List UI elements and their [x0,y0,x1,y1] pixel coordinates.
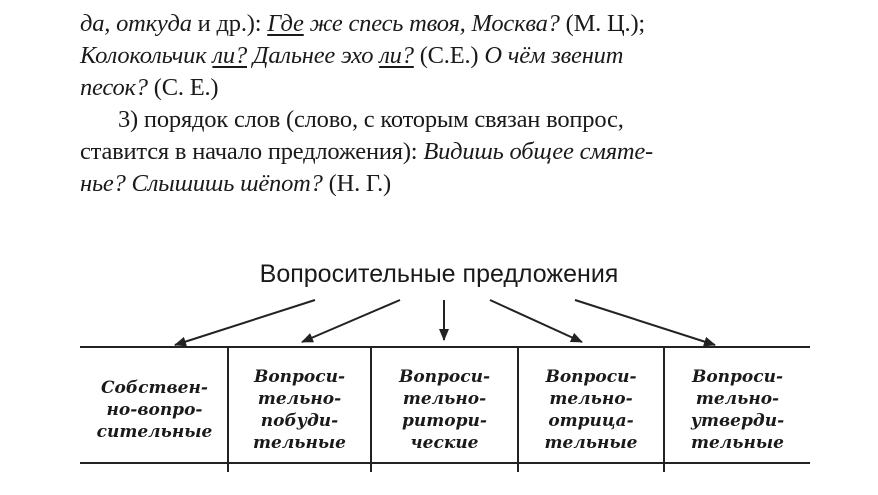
table-divider [370,348,372,472]
cell-proper-interrogative: Собствен- но-вопро- сительные [96,378,213,442]
example-quote: же спесь твоя, Москва? [303,10,560,37]
text-line-1: да, откуда и др.): Где же спесь твоя, Мо… [80,8,820,40]
table-divider [227,348,229,472]
example-quote: Видишь общее смяте- [423,138,654,165]
text-line-6: нье? Слышишь шёпот? (Н. Г.) [80,168,820,200]
text-fragment: да, откуда [80,10,192,37]
diagram-heading: Вопросительные предложения [259,260,619,288]
text-line-4: 3) порядок слов (слово, с которым связан… [118,106,624,133]
author-reference: (С. Е.) [147,74,219,101]
example-quote: Колокольчик [80,42,213,69]
table-divider [517,348,519,472]
classification-table: Собствен- но-вопро- сительные Вопроси- т… [80,344,810,472]
text-fragment: ставится в начало предложения): [80,138,424,165]
example-quote: О чём звенит [484,42,624,69]
text-fragment: и др.): [191,10,268,37]
text-line-3: песок? (С. Е.) [80,72,820,104]
underlined-word: ли? [212,42,247,69]
cell-interrogative-incentive: Вопроси- тельно- побуди- тельные [253,367,346,453]
text-line-5: ставится в начало предложения): Видишь о… [80,136,820,168]
arrow-5 [574,299,716,347]
table-top-border [80,346,810,348]
cell-interrogative-rhetorical: Вопроси- тельно- ритори- ческие [398,367,491,453]
example-quote: Дальнее эхо [247,42,380,69]
cell-interrogative-affirmative: Вопроси- тельно- утверди- тельные [690,367,785,453]
author-reference: (Н. Г.) [322,170,392,197]
underlined-word: Где [267,10,304,37]
arrow-4 [489,299,583,343]
text-paragraph: да, откуда и др.): Где же спесь твоя, Мо… [80,8,820,200]
arrow-2 [301,299,401,343]
author-reference: (М. Ц.); [559,10,646,37]
author-reference: (С.Е.) [413,42,485,69]
underlined-word: ли? [379,42,414,69]
example-quote: нье? Слышишь шёпот? [80,170,323,197]
arrow-1 [174,299,316,347]
table-bottom-border [80,462,810,464]
table-divider [663,348,665,472]
example-quote: песок? [80,74,148,101]
text-line-2: Колокольчик ли? Дальнее эхо ли? (С.Е.) О… [80,40,820,72]
cell-interrogative-negative: Вопроси- тельно- отрица- тельные [544,367,638,453]
